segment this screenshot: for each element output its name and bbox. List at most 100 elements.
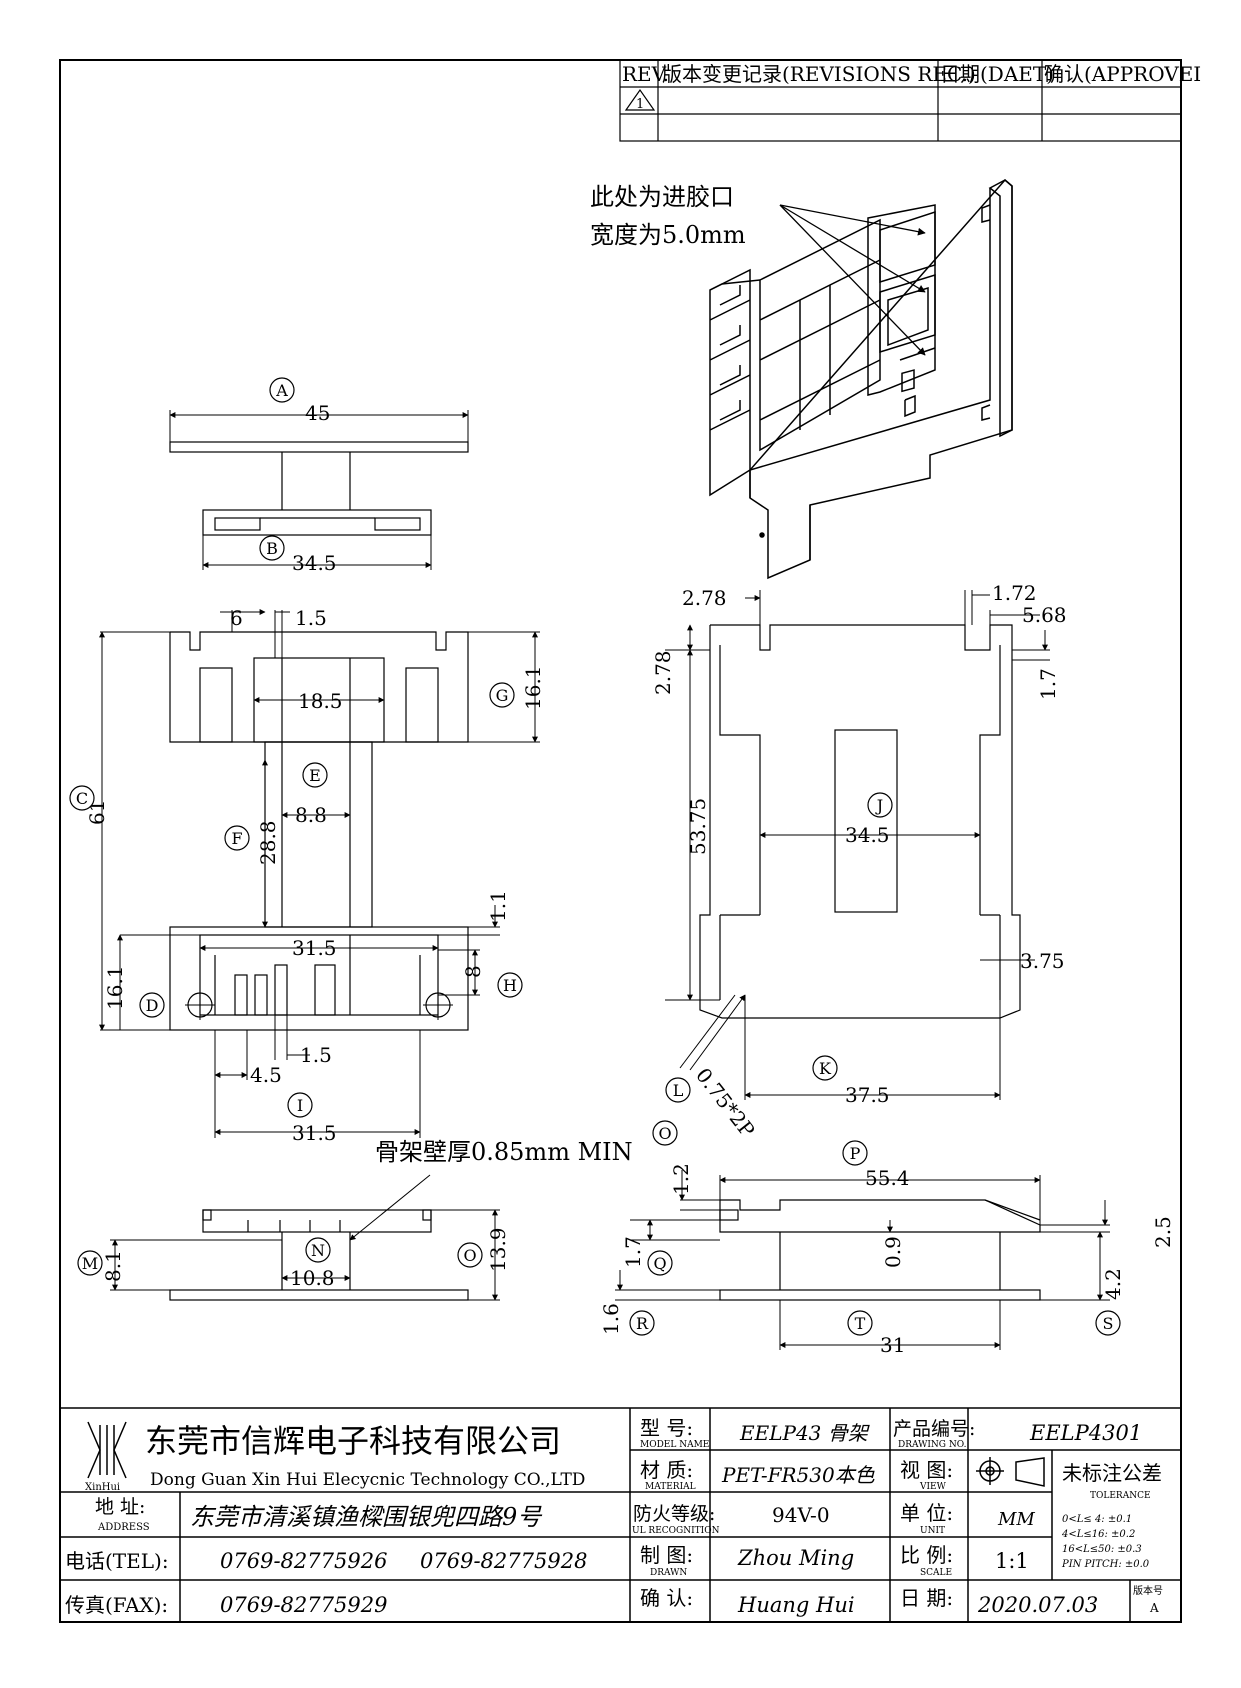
dim-5-68: 5.68 [1022,603,1067,627]
tel-2: 0769-82775928 [420,1549,587,1573]
label-o-left: O [463,1246,476,1265]
tel-label: 电话(TEL): [65,1549,169,1573]
label-t: T [855,1314,866,1333]
unit-label: 单 位: [900,1501,953,1525]
dim-1-5-bottom: 1.5 [300,1043,332,1067]
scale-value: 1:1 [995,1549,1029,1573]
confirm-label: 确 认: [640,1586,693,1610]
drawing-no-label: 产品编号: [893,1418,975,1440]
view-label: 视 图: [900,1458,953,1482]
version-value: A [1149,1601,1159,1615]
plan-view [699,624,1021,1019]
fax-label: 传真(FAX): [65,1593,168,1617]
material-label-en: MATERIAL [645,1482,696,1492]
revisions-header: 版本变更记录(REVISIONS REC.) [662,62,976,86]
top-view [169,441,469,536]
dim-34-5-top: 34.5 [292,551,337,575]
dim-1-2: 1.2 [669,1163,693,1195]
address-value: 东莞市清溪镇渔樑围银兜四路9号 [190,1503,543,1531]
confirm-value: Huang Hui [737,1593,855,1617]
circled-labels [69,377,1121,1336]
projection-symbol-icon [976,1457,1045,1487]
unit-label-en: UNIT [920,1526,945,1536]
dim-31: 31 [880,1333,905,1357]
dim-3-75: 3.75 [1020,949,1065,973]
dim-4-5: 4.5 [250,1063,282,1087]
label-g: G [496,686,509,705]
tol-3: 16<L≤50: ±0.3 [1062,1544,1142,1555]
company-logo [87,1421,127,1479]
date-label: 日 期: [900,1586,953,1610]
material-value: PET-FR530本色 [721,1463,876,1487]
gate-note: 此处为进胶口 [590,183,734,211]
label-i: I [297,1096,303,1115]
dim-8-1: 8.1 [101,1250,125,1282]
side-view-dims [110,1174,500,1301]
dim-8-8: 8.8 [295,803,327,827]
unit-value: MM [997,1509,1035,1530]
dim-6: 6 [230,606,243,630]
front-view-dims [99,609,540,1138]
isometric-view [709,178,1013,580]
dim-2-78-left: 2.78 [651,650,675,695]
dim-34-5-plan: 34.5 [845,823,890,847]
dim-13-9: 13.9 [486,1227,510,1272]
drawn-label: 制 图: [640,1543,693,1567]
label-h: H [503,976,517,995]
material-label: 材 质: [640,1458,693,1482]
side-view [169,1209,469,1301]
dim-37-5: 37.5 [845,1083,890,1107]
company-name-en: Dong Guan Xin Hui Elecycnic Technology C… [150,1470,585,1490]
dim-1-5-top: 1.5 [295,606,327,630]
address-label-en: ADDRESS [97,1522,150,1533]
fax-value: 0769-82775929 [220,1593,387,1617]
drawing-no-value: EELP4301 [1029,1421,1142,1445]
label-a: A [275,381,288,400]
label-n: N [311,1241,325,1260]
dim-0-75-2p: 0.75*2P [691,1063,760,1141]
tol-4: PIN PITCH: ±0.0 [1061,1559,1150,1570]
ul-label: 防火等级: [633,1503,715,1525]
tol-1: 0<L≤ 4: ±0.1 [1062,1514,1132,1525]
label-l: L [673,1081,684,1100]
label-k: K [819,1059,832,1078]
address-label: 地 址: [95,1496,145,1518]
dim-53-75: 53.75 [686,798,710,855]
dim-55-4: 55.4 [865,1166,910,1190]
model-value: EELP43 骨架 [739,1421,871,1445]
top-view-dims [169,410,469,570]
label-m: M [82,1254,98,1273]
right-side-view [719,1199,1041,1301]
label-s: S [1103,1314,1114,1333]
dim-16-1-bottom: 16.1 [103,965,127,1010]
tol-2: 4<L≤16: ±0.2 [1061,1529,1135,1540]
label-e: E [309,766,321,785]
model-label: 型 号: [640,1416,693,1440]
drawing-no-label-en: DRAWING NO. [898,1440,967,1450]
dim-18-5: 18.5 [298,689,343,713]
scale-label-en: SCALE [920,1568,952,1578]
dim-45: 45 [305,401,330,425]
right-side-view-dims [615,1170,1110,1350]
tolerance-label: 未标注公差 [1062,1461,1162,1485]
dim-2-5: 2.5 [1151,1216,1175,1248]
company-name-cn: 东莞市信辉电子科技有限公司 [145,1422,561,1460]
dim-28-8: 28.8 [256,820,280,865]
scale-label: 比 例: [900,1543,953,1567]
dim-1-1: 1.1 [486,890,510,922]
drawn-label-en: DRAWN [650,1568,687,1578]
dim-10-8: 10.8 [290,1266,335,1290]
dim-8: 8 [461,965,485,978]
ul-label-en: UL RECOGNITION [632,1526,720,1536]
dim-1-7-side: 1.7 [621,1236,645,1268]
label-f: F [231,829,242,848]
date-value: 2020.07.03 [977,1593,1098,1617]
label-o-right: O [658,1124,671,1143]
tel-1: 0769-82775926 [220,1549,387,1573]
dim-31-5-top: 31.5 [292,936,337,960]
label-r: R [636,1314,649,1333]
revision-table [619,59,1182,142]
dim-4-2: 4.2 [1101,1268,1125,1300]
rev-triangle-icon: 1 [624,88,656,112]
